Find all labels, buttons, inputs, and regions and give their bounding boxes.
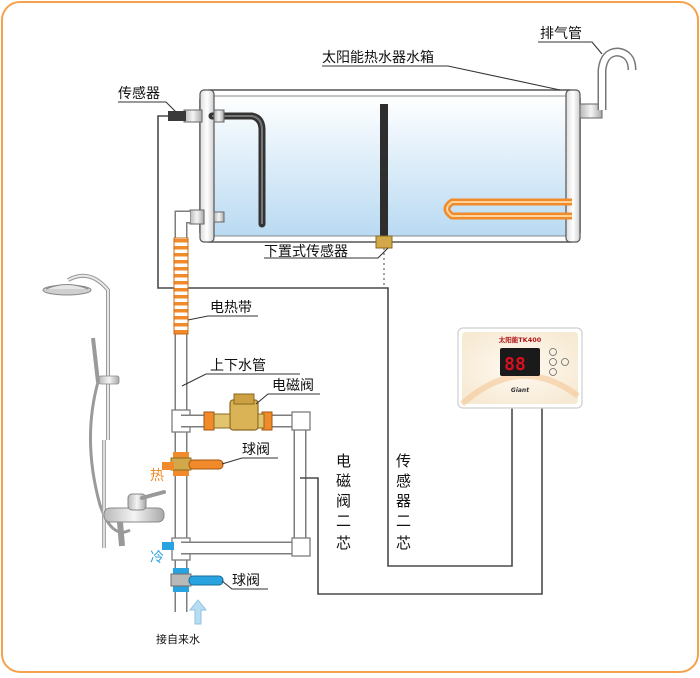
sensor-wire-char: 传 bbox=[396, 452, 411, 470]
label-updown-pipe: 上下水管 bbox=[210, 358, 266, 374]
label-cold: 冷 bbox=[150, 550, 164, 566]
label-cold-ball-valve: 球阀 bbox=[232, 573, 260, 589]
solenoid-wire-char: 芯 bbox=[336, 534, 351, 552]
cold-ball-valve bbox=[170, 568, 224, 592]
solenoid-valve bbox=[203, 393, 273, 431]
sensor-wire-char: 芯 bbox=[396, 534, 411, 552]
label-heating-band: 电热带 bbox=[210, 300, 252, 316]
controller-digits: 88 bbox=[504, 354, 526, 375]
label-hot-ball-valve: 球阀 bbox=[242, 442, 270, 458]
center-probe-rod bbox=[380, 104, 388, 236]
label-bottom-sensor: 下置式传感器 bbox=[264, 243, 348, 260]
solenoid-wire-char: 磁 bbox=[336, 472, 351, 490]
label-inlet: 接自来水 bbox=[156, 633, 200, 646]
controller-brand: 太阳能TK400 bbox=[498, 335, 542, 344]
controller-display bbox=[500, 348, 540, 376]
arrow-up-icon bbox=[188, 599, 208, 625]
sensor-wire-char: 感 bbox=[396, 472, 411, 490]
solenoid-wire-char: 阀 bbox=[336, 492, 351, 510]
sensor-wire-char: 二 bbox=[396, 512, 411, 530]
controller-unit: 太阳能TK400 88 Giant bbox=[457, 327, 583, 409]
leader-lines bbox=[118, 41, 603, 590]
label-hot: 热 bbox=[150, 468, 164, 484]
tank-sensor-wire bbox=[157, 115, 513, 567]
solenoid-wire-char: 二 bbox=[336, 512, 351, 530]
sensor-wire-char: 器 bbox=[396, 492, 411, 510]
controller-logo: Giant bbox=[511, 387, 530, 394]
hot-ball-valve bbox=[170, 452, 224, 476]
solenoid-wire-char: 电 bbox=[336, 452, 351, 470]
label-sensor: 传感器 bbox=[118, 85, 160, 102]
solenoid-wire bbox=[300, 404, 543, 595]
mixer-faucet-icon bbox=[103, 490, 166, 547]
bottom-sensor-fitting bbox=[375, 235, 393, 249]
exhaust-pipe bbox=[597, 47, 637, 110]
label-exhaust-pipe: 排气管 bbox=[540, 26, 582, 42]
bypass-loop bbox=[181, 411, 311, 557]
updown-pipe bbox=[174, 210, 190, 612]
heating-band bbox=[173, 237, 189, 335]
label-tank: 太阳能热水器水箱 bbox=[322, 50, 434, 66]
shower-head-icon bbox=[42, 273, 131, 548]
label-solenoid-valve: 电磁阀 bbox=[272, 378, 314, 394]
label-solenoid-wire: 电 磁 阀 二 芯 bbox=[336, 452, 351, 552]
label-sensor-wire: 传 感 器 二 芯 bbox=[396, 452, 411, 552]
